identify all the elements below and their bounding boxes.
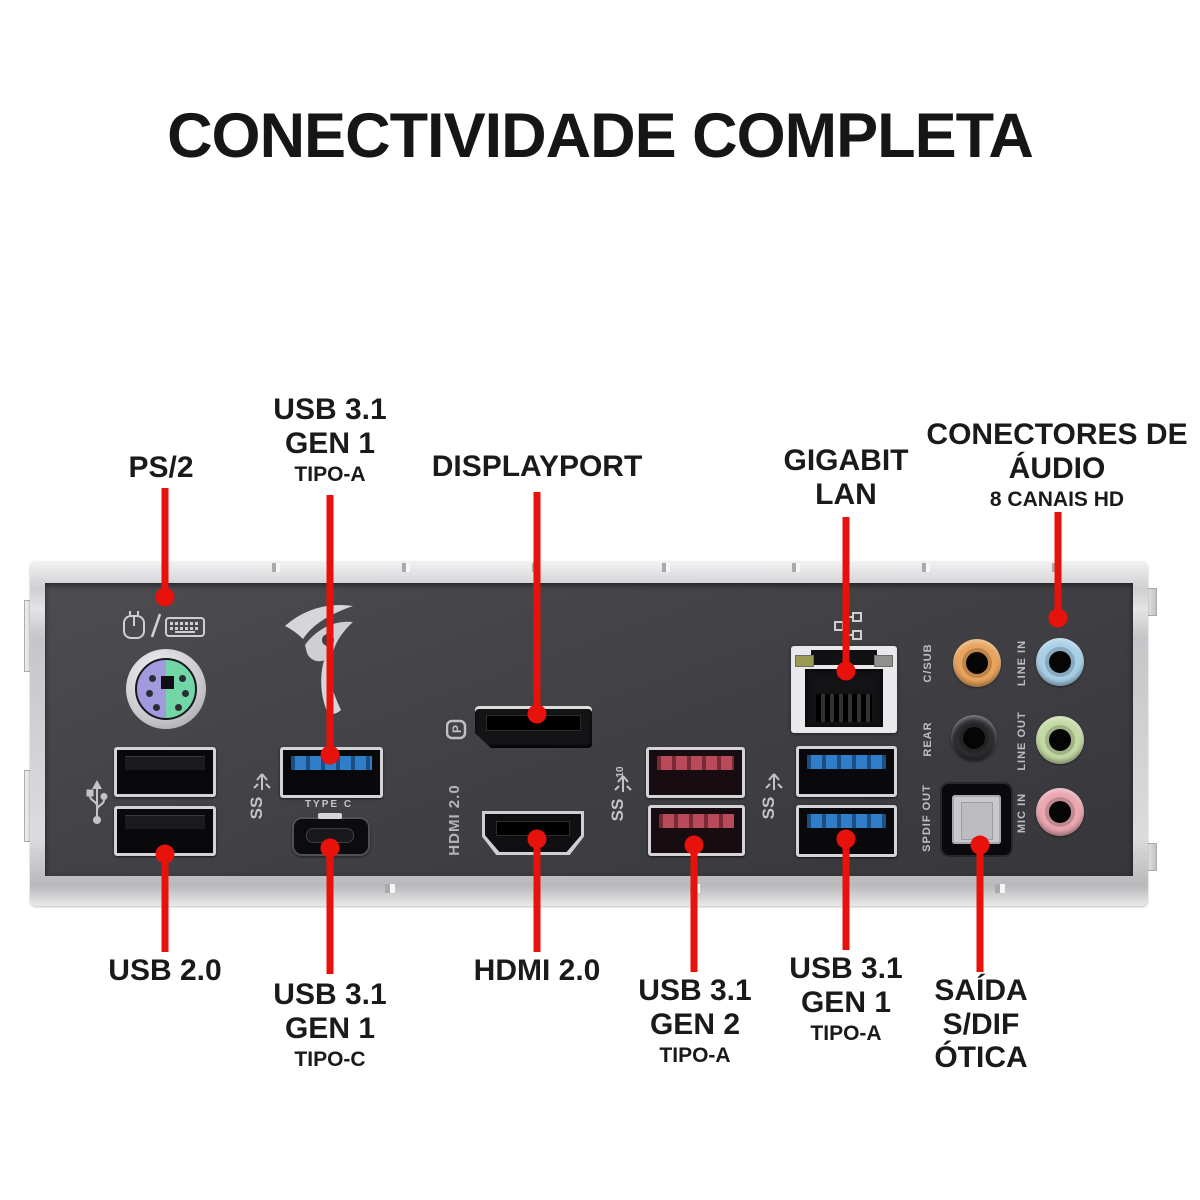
callout-line: HDMI 2.0 <box>473 954 601 987</box>
callout-line: S/DIF <box>942 1007 1020 1041</box>
callout-line: SAÍDA <box>934 974 1028 1007</box>
callout-audio: CONECTORES DE ÁUDIO 8 CANAIS HD <box>926 418 1187 512</box>
svg-text:SS: SS <box>762 797 778 820</box>
callout-line: 8 CANAIS HD <box>989 488 1125 512</box>
usb-trident-icon <box>86 780 108 824</box>
audio-jack-line-in <box>1036 638 1084 686</box>
callout-line-usb20 <box>161 853 169 952</box>
callout-dot-gen1-bottom <box>836 829 856 849</box>
callout-usb20: USB 2.0 <box>108 954 221 988</box>
callout-dot-ps2 <box>155 587 175 607</box>
ps2-connector <box>135 658 197 720</box>
callout-hdmi20: HDMI 2.0 <box>474 954 601 988</box>
callout-line-typec <box>326 847 334 974</box>
callout-displayport: DISPLAYPORT <box>432 450 643 484</box>
callout-dot-usb31-top <box>320 745 340 765</box>
usb31-gen2-port-top <box>646 747 745 798</box>
callout-usb31-gen1-tipo-a-bottom: USB 3.1 GEN 1 TIPO-A <box>789 952 902 1046</box>
audio-jack-c-sub <box>953 639 1001 687</box>
lan-led-right <box>874 655 893 667</box>
callout-line-usb31-top <box>326 495 334 756</box>
callout-line: GEN 1 <box>800 985 892 1019</box>
callout-line-gen1-bottom <box>842 838 850 950</box>
audio-jack-mic-in <box>1036 788 1084 836</box>
callout-usb31-gen1-tipo-a-top: USB 3.1 GEN 1 TIPO-A <box>273 393 386 487</box>
callout-line-gen2 <box>690 844 698 972</box>
callout-dot-lan <box>836 661 856 681</box>
svg-text:10: 10 <box>615 766 626 778</box>
jack-label-mic-in: MIC IN <box>1016 792 1028 834</box>
callout-line: USB 3.1 <box>789 952 903 985</box>
callout-line: CONECTORES DE <box>926 418 1188 451</box>
callout-line-hdmi <box>533 838 541 952</box>
callout-line: USB 3.1 <box>273 978 387 1011</box>
callout-line: ÁUDIO <box>1008 451 1106 485</box>
svg-text:P: P <box>450 725 464 733</box>
bracket-notches-bottom <box>90 884 1110 893</box>
lan-led-left <box>795 655 814 667</box>
callout-line-spdif <box>976 844 984 972</box>
callout-dot-typec <box>320 838 340 858</box>
usb2-port-top <box>114 747 216 797</box>
callout-ps2: PS/2 <box>128 451 193 485</box>
callout-usb31-gen2-tipo-a: USB 3.1 GEN 2 TIPO-A <box>638 974 751 1068</box>
callout-dot-gen2 <box>684 835 704 855</box>
callout-usb31-gen1-tipo-c: USB 3.1 GEN 1 TIPO-C <box>273 978 386 1072</box>
callout-ps2-line1: PS/2 <box>128 451 194 484</box>
mouse-keyboard-icon <box>123 611 205 639</box>
callout-line-audio <box>1054 512 1062 620</box>
callout-line-displayport <box>533 492 541 716</box>
callout-line: ÓTICA <box>934 1041 1028 1075</box>
callout-line: TIPO-A <box>810 1022 882 1046</box>
callout-line-ps2 <box>161 488 169 597</box>
type-c-label: TYPE C <box>304 799 354 810</box>
callout-gigabit-lan: GIGABIT LAN <box>784 444 909 511</box>
callout-line-lan <box>842 517 850 673</box>
jack-label-line-in: LINE IN <box>1016 639 1028 687</box>
svg-text:SS: SS <box>250 797 266 820</box>
callout-line: USB 2.0 <box>108 954 222 987</box>
superspeed-icon: SS <box>250 773 271 820</box>
superspeed10-icon: 10 SS <box>610 766 632 822</box>
displayport-icon: P <box>446 719 467 740</box>
callout-line: TIPO-A <box>659 1044 731 1068</box>
audio-jack-rear <box>951 715 997 761</box>
audio-jack-line-out <box>1036 716 1084 764</box>
svg-text:SS: SS <box>610 799 627 822</box>
jack-label-c-sub: C/SUB <box>922 643 934 683</box>
callout-line: TIPO-A <box>294 463 366 487</box>
callout-dot-hdmi <box>527 829 547 849</box>
callout-line: GEN 1 <box>284 426 376 460</box>
rog-logo <box>285 604 353 714</box>
page-title: CONECTIVIDADE COMPLETA <box>167 101 1034 171</box>
callout-line: USB 3.1 <box>638 974 752 1007</box>
callout-line: TIPO-C <box>294 1048 366 1072</box>
callout-spdif-out: SAÍDA S/DIF ÓTICA <box>934 974 1027 1075</box>
spdif-optical-port <box>940 782 1013 857</box>
callout-line: GEN 1 <box>284 1011 376 1045</box>
callout-dot-audio <box>1048 608 1068 628</box>
jack-label-line-out: LINE OUT <box>1016 711 1028 771</box>
gigabit-lan-port <box>791 646 897 733</box>
hdmi-port-label: HDMI 2.0 <box>446 784 463 856</box>
callout-dot-spdif <box>970 835 990 855</box>
ps2-key-slot <box>161 676 174 689</box>
callout-line: GIGABIT <box>783 444 909 477</box>
callout-line: USB 3.1 <box>273 393 387 426</box>
ps2-port <box>126 649 206 729</box>
usb31-gen1-port-right-top <box>796 746 897 797</box>
jack-label-rear: REAR <box>922 721 934 757</box>
bracket-notches-top <box>150 563 1110 572</box>
callout-dot-usb20 <box>155 844 175 864</box>
superspeed-icon: SS <box>762 773 783 820</box>
usb31-gen2-port-bottom <box>648 805 745 856</box>
callout-line: LAN <box>815 477 877 511</box>
callout-line: DISPLAYPORT <box>431 450 643 483</box>
callout-line: GEN 2 <box>649 1007 741 1041</box>
jack-label-spdif-out: SPDIF OUT <box>921 784 933 852</box>
callout-dot-displayport <box>527 704 547 724</box>
